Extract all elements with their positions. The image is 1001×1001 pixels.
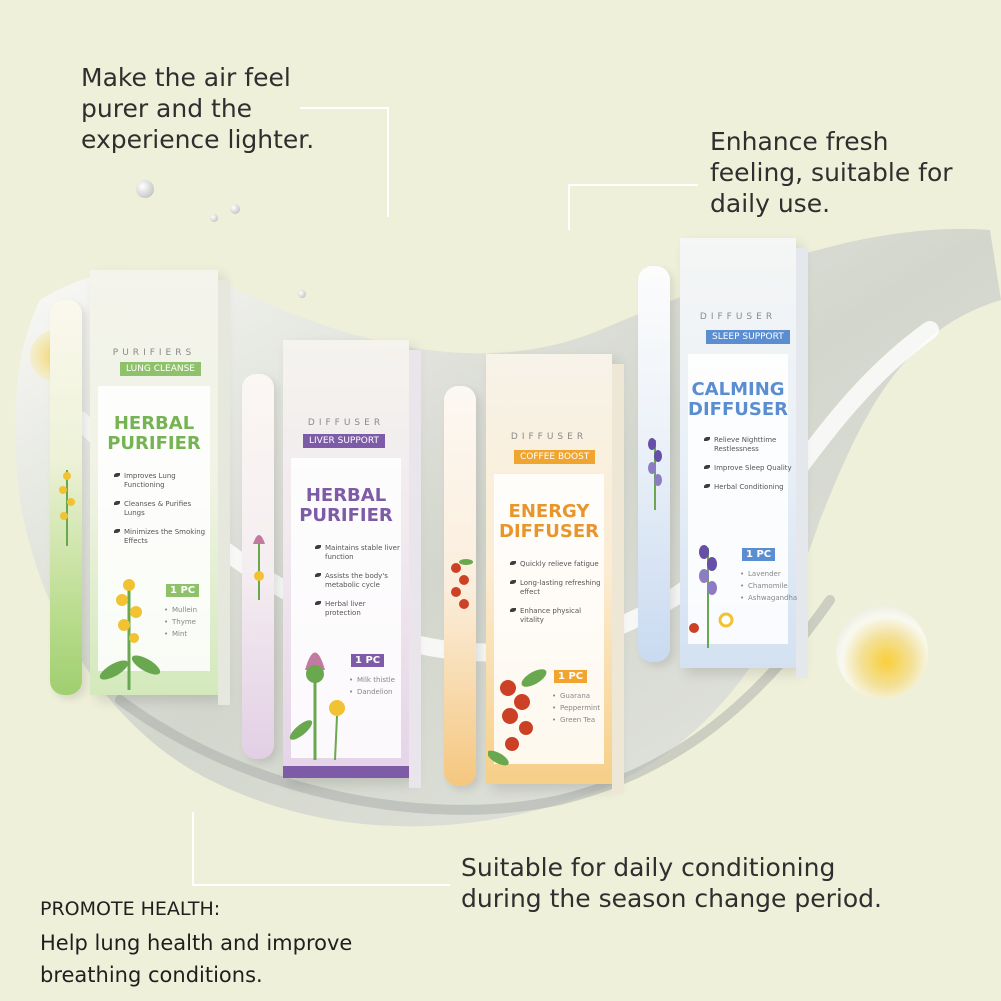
product-box-sleep-support: DIFFUSER SLEEP SUPPORT CALMING DIFFUSER … [680,238,808,678]
callout-top-left: Make the air feel purer and the experien… [81,63,315,154]
benefit-list: Relieve Nighttime Restlessness Improve S… [704,436,792,502]
water-droplet [230,204,240,214]
splash-wave-shade [115,595,835,815]
product-tag: COFFEE BOOST [514,450,596,464]
ingredient-item: Ashwagandha [740,592,797,604]
benefit-item: Improve Sleep Quality [704,464,792,473]
lavender-sprig-icon [648,438,662,510]
promote-health-heading: PROMOTE HEALTH: [40,898,221,920]
inhaler-stick-energy [444,386,476,786]
benefit-item: Herbal liver protection [315,600,403,618]
benefit-list: Improves Lung Functioning Cleanses & Pur… [114,472,214,556]
callout-top-right: Enhance fresh feeling, suitable for dail… [710,127,953,218]
piece-count-badge: 1 PC [351,654,385,667]
water-droplet [136,180,154,198]
promote-health-block: PROMOTE HEALTH: Help lung health and imp… [40,897,400,991]
benefit-item: Improves Lung Functioning [114,472,214,490]
water-droplet [298,290,306,298]
benefit-item: Minimizes the Smoking Effects [114,528,214,546]
benefit-item: Long-lasting refreshing effect [510,579,606,597]
product-brand: DIFFUSER [699,312,777,322]
thistle-sprig-icon [253,535,265,600]
product-title: HERBAL PURIFIER [299,485,393,526]
callout-bottom-right: Suitable for daily conditioning during t… [461,853,882,913]
product-title: ENERGY DIFFUSER [499,501,599,542]
guarana-illustration [488,669,547,766]
leader-line-top-left-horizontal [300,107,389,109]
product-brand: DIFFUSER [307,418,385,428]
ingredient-item: Dandelion [349,686,395,698]
ingredient-list: Milk thistle Dandelion [349,674,395,698]
benefit-item: Enhance physical vitality [510,607,606,625]
mullein-flower-illustration [99,579,161,690]
benefit-item: Quickly relieve fatigue [510,560,606,569]
ingredient-item: Thyme [164,616,197,628]
benefit-list: Quickly relieve fatigue Long-lasting ref… [510,560,606,635]
ingredient-item: Lavender [740,568,797,580]
benefit-item: Relieve Nighttime Restlessness [704,436,792,454]
product-tag: LIVER SUPPORT [303,434,385,448]
product-box-lung-cleanse: PURIFIERS LUNG CLEANSE HERBAL PURIFIER I… [90,270,230,705]
ingredient-item: Green Tea [552,714,600,726]
benefit-list: Maintains stable liver function Assists … [315,544,403,628]
leader-line-top-left-vertical [387,107,389,217]
leader-line-bottom-vertical [192,812,194,885]
lavender-illustration [689,545,734,648]
product-box-liver-support: DIFFUSER LIVER SUPPORT HERBAL PURIFIER M… [283,340,421,788]
box-label-panel: CALMING DIFFUSER Relieve Nighttime Restl… [688,354,797,644]
box-side-panel [612,364,624,794]
promote-health-text: Help lung health and improve breathing c… [40,931,353,987]
product-title: CALMING DIFFUSER [688,379,788,420]
box-side-panel [409,350,421,788]
ingredient-item: Mint [164,628,197,640]
box-label-panel: HERBAL PURIFIER Improves Lung Functionin… [98,386,210,671]
ingredient-list: Guarana Peppermint Green Tea [552,690,600,726]
leader-line-top-right-vertical [568,184,570,230]
mullein-sprig-icon [59,470,75,546]
product-brand: PURIFIERS [112,348,196,358]
benefit-item: Maintains stable liver function [315,544,403,562]
box-label-panel: HERBAL PURIFIER Maintains stable liver f… [291,458,401,758]
product-tag: SLEEP SUPPORT [706,330,790,344]
leader-line-top-right-horizontal [568,184,698,186]
ingredient-list: Mullein Thyme Mint [164,604,197,640]
box-side-panel [218,280,230,705]
ingredient-item: Peppermint [552,702,600,714]
oil-bubble [836,606,928,698]
ingredient-list: Lavender Chamomile Ashwagandha [740,568,797,604]
milk-thistle-illustration [289,652,345,760]
ingredient-item: Chamomile [740,580,797,592]
product-box-coffee-boost: DIFFUSER COFFEE BOOST ENERGY DIFFUSER Qu… [486,354,624,794]
box-bottom-stripe [283,766,409,778]
product-tag: LUNG CLEANSE [120,362,201,376]
box-side-panel [796,248,808,678]
water-droplet [210,214,218,222]
piece-count-badge: 1 PC [742,548,776,561]
ingredient-item: Mullein [164,604,197,616]
leader-line-bottom-horizontal [192,884,450,886]
product-title: HERBAL PURIFIER [107,413,201,454]
ingredient-item: Guarana [552,690,600,702]
benefit-item: Cleanses & Purifies Lungs [114,500,214,518]
ingredient-item: Milk thistle [349,674,395,686]
guarana-sprig-icon [451,559,473,609]
product-brand: DIFFUSER [510,432,588,442]
benefit-item: Herbal Conditioning [704,483,792,492]
benefit-item: Assists the body's metabolic cycle [315,572,403,590]
piece-count-badge: 1 PC [166,584,200,597]
piece-count-badge: 1 PC [554,670,588,683]
